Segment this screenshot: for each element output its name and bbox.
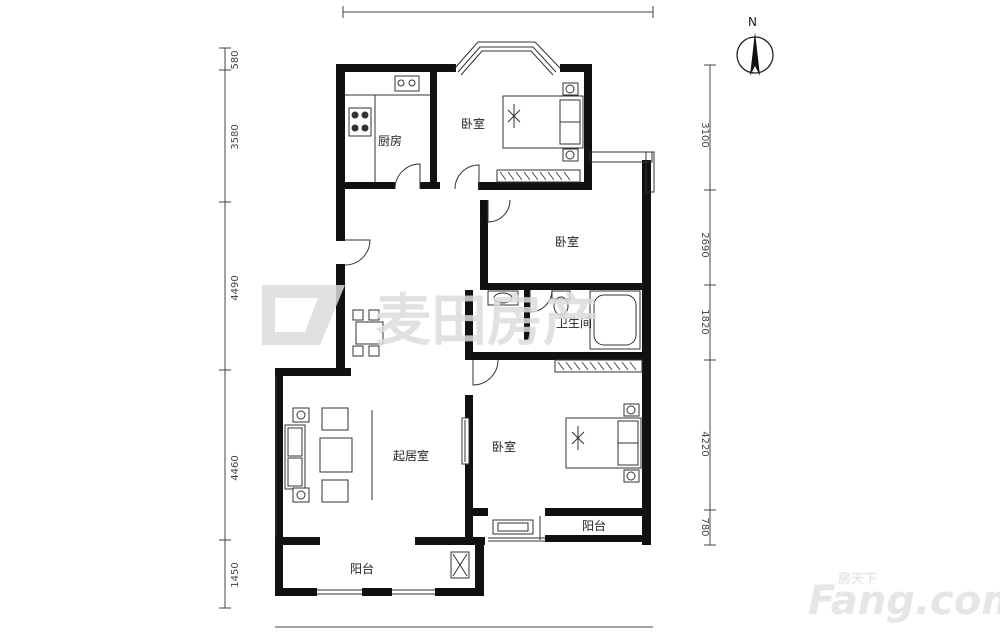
dining-set — [352, 309, 384, 357]
dim-left-4460: 4460 — [230, 455, 241, 480]
room-label-bedroom-bottom: 卧室 — [492, 439, 516, 454]
fang-watermark: 房天下 Fang.com — [808, 571, 1000, 624]
dim-left-580: 580 — [230, 50, 241, 69]
room-label-living-room: 起居室 — [393, 448, 429, 463]
right-dimension-line — [704, 64, 716, 546]
left-dimension-line — [219, 47, 231, 609]
maitian-logo-icon — [262, 285, 345, 345]
room-label-bedroom-middle: 卧室 — [555, 234, 579, 249]
compass-label: N — [748, 15, 757, 29]
watermark-maitian-text: 麦田房产 — [375, 289, 599, 354]
bed-bottom — [565, 403, 642, 483]
compass-needle-icon — [750, 32, 760, 76]
dim-right-1820: 1820 — [699, 309, 710, 334]
side-balcony — [589, 151, 655, 193]
watermark-fang-small: 房天下 — [838, 571, 877, 587]
bathroom-fixtures — [487, 290, 641, 350]
balcony-windows — [275, 376, 545, 595]
dim-right-780: 780 — [699, 517, 710, 536]
dim-right-3100: 3100 — [699, 122, 710, 147]
bed-top — [502, 82, 584, 162]
dim-right-2690: 2690 — [699, 232, 710, 257]
room-label-kitchen: 厨房 — [378, 133, 402, 148]
watermark-fang-brand: Fang.com — [808, 578, 1000, 624]
compass: N — [736, 15, 774, 76]
bay-window — [454, 41, 561, 76]
walls — [275, 64, 651, 596]
room-label-balcony-right: 阳台 — [582, 518, 606, 533]
dim-right-4220: 4220 — [699, 431, 710, 456]
laundry-unit — [450, 551, 470, 579]
dim-left-4490: 4490 — [230, 275, 241, 300]
balcony-cabinet — [492, 519, 534, 535]
maitian-watermark: 麦田房产 — [262, 285, 599, 354]
top-dimension-line — [342, 6, 654, 18]
dim-left-1450: 1450 — [230, 562, 241, 587]
dim-left-3580: 3580 — [230, 124, 241, 149]
wardrobe-bottom — [554, 359, 643, 373]
room-label-bedroom-top: 卧室 — [461, 116, 485, 131]
room-label-bathroom: 卫生间 — [556, 316, 592, 330]
sofa-set — [284, 407, 373, 503]
wardrobe-top — [496, 169, 581, 183]
room-label-balcony-left: 阳台 — [350, 561, 374, 576]
kitchen-counter — [345, 75, 430, 182]
